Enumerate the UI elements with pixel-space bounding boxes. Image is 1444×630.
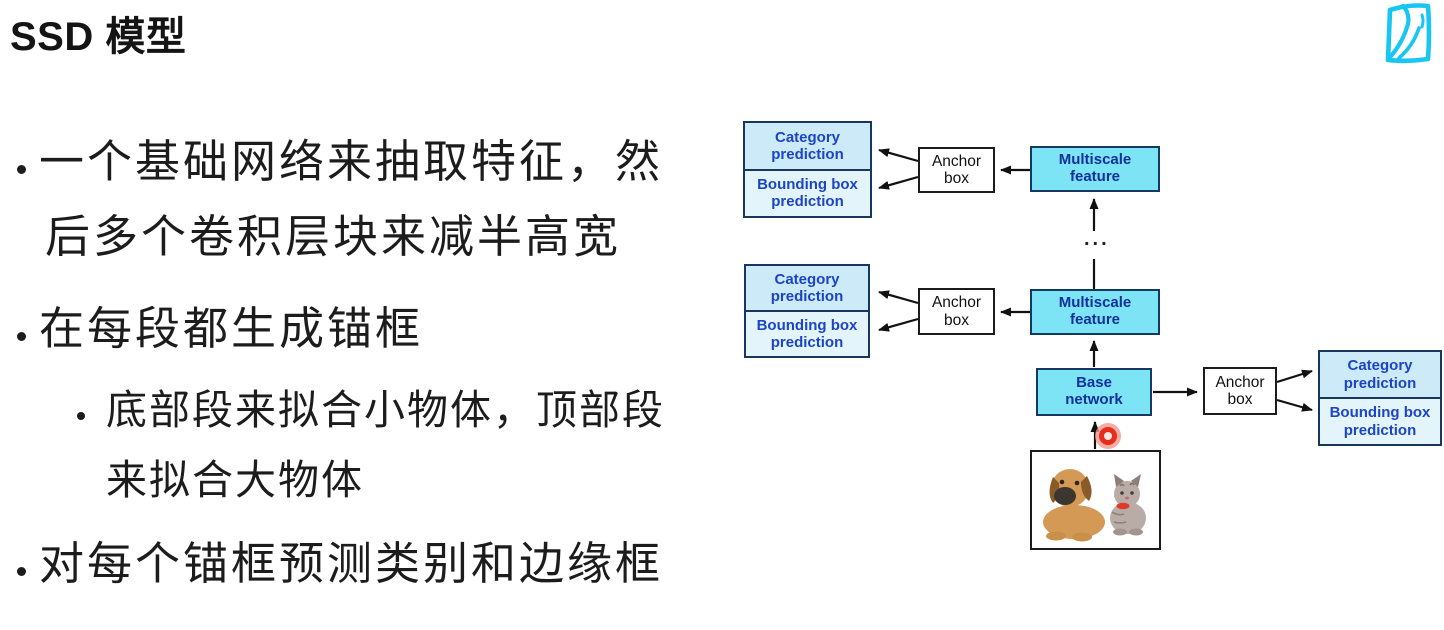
anchor-box-label: Anchor box — [931, 152, 982, 187]
d2l-logo-icon — [1385, 3, 1432, 64]
bounding-box-prediction-label: Bounding box prediction — [746, 312, 868, 356]
page-title: SSD 模型 — [10, 15, 187, 59]
category-prediction-label: Category prediction — [746, 266, 868, 312]
base-network-label: Base network — [1065, 374, 1123, 408]
anchor-box-middle: Anchor box — [918, 288, 995, 335]
input-image-box — [1030, 450, 1161, 550]
prediction-box-top: Category prediction Bounding box predict… — [743, 121, 872, 218]
anchor-box-label: Anchor box — [1215, 373, 1265, 408]
bullet-dot — [17, 165, 26, 174]
multiscale-feature-label: Multiscale feature — [1058, 151, 1132, 185]
base-network-box: Base network — [1036, 368, 1152, 416]
bullet-1-line-1: 一个基础网络来抽取特征，然 — [39, 136, 664, 187]
ellipsis-label: ... — [1084, 228, 1110, 250]
multiscale-feature-box-middle: Multiscale feature — [1030, 289, 1160, 335]
category-prediction-label: Category prediction — [745, 123, 870, 171]
sub-bullet-line-2: 来拟合大物体 — [106, 457, 364, 503]
puppy-and-kitten-photo — [1043, 469, 1146, 542]
multiscale-feature-box-top: Multiscale feature — [1030, 146, 1160, 192]
bullet-dot — [17, 332, 26, 341]
bounding-box-prediction-label: Bounding box prediction — [1320, 399, 1440, 444]
anchor-box-label: Anchor box — [931, 294, 982, 329]
bullet-2: 在每段都生成锚框 — [39, 303, 424, 354]
prediction-box-middle: Category prediction Bounding box predict… — [744, 264, 870, 358]
prediction-box-right: Category prediction Bounding box predict… — [1318, 350, 1442, 446]
bullet-1-line-2: 后多个卷积层块来减半高宽 — [45, 211, 622, 262]
category-prediction-label: Category prediction — [1320, 352, 1440, 399]
sub-bullet-dot — [77, 412, 85, 420]
bounding-box-prediction-label: Bounding box prediction — [745, 170, 870, 216]
anchor-box-top: Anchor box — [918, 147, 995, 193]
multiscale-feature-label: Multiscale feature — [1058, 294, 1132, 328]
laser-pointer-icon — [1095, 423, 1121, 449]
bullet-3: 对每个锚框预测类别和边缘框 — [39, 538, 664, 589]
sub-bullet-line-1: 底部段来拟合小物体，顶部段 — [106, 387, 665, 433]
bullet-dot — [17, 567, 26, 576]
anchor-box-bottom: Anchor box — [1203, 367, 1277, 415]
